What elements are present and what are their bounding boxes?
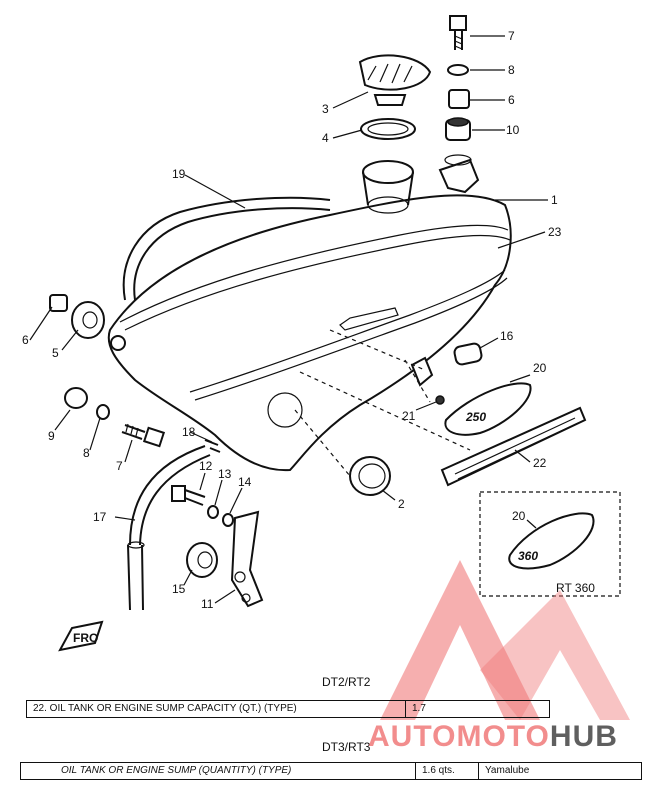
callout-18: 18 bbox=[182, 425, 196, 439]
callout-19: 19 bbox=[172, 167, 186, 181]
callout-8-top: 8 bbox=[508, 63, 515, 77]
callout-6-top: 6 bbox=[508, 93, 515, 107]
bracket-lock-washer bbox=[222, 513, 234, 527]
rt360-label: RT 360 bbox=[556, 581, 595, 595]
bracket-bolt bbox=[171, 485, 206, 506]
badge-250: 250 bbox=[444, 382, 532, 436]
bolt-lower bbox=[121, 423, 166, 448]
spec-table-2-row: OIL TANK OR ENGINE SUMP (QUANTITY) (TYPE… bbox=[20, 762, 642, 780]
callout-8-lower: 8 bbox=[83, 446, 90, 460]
callout-3: 3 bbox=[322, 102, 329, 116]
cover-plate bbox=[349, 456, 391, 496]
feed-hose bbox=[129, 445, 206, 546]
callout-17: 17 bbox=[93, 510, 107, 524]
callout-23: 23 bbox=[548, 225, 562, 239]
callout-10: 10 bbox=[506, 123, 520, 137]
collar-left bbox=[49, 294, 68, 312]
spec-table-2-label: OIL TANK OR ENGINE SUMP (QUANTITY) (TYPE… bbox=[21, 763, 416, 779]
badge-250-text: 250 bbox=[465, 410, 486, 424]
callout-11: 11 bbox=[201, 597, 214, 611]
spacer-collar bbox=[448, 89, 470, 109]
spec-table-1-value: 1.7 bbox=[412, 703, 426, 714]
rt360-inset: 360 RT 360 bbox=[479, 491, 621, 597]
grommet-top bbox=[445, 117, 471, 141]
spec-table-1-row: 22. OIL TANK OR ENGINE SUMP CAPACITY (QT… bbox=[26, 700, 550, 718]
washer-lower bbox=[64, 387, 88, 409]
callout-6-left: 6 bbox=[22, 333, 29, 347]
callout-13: 13 bbox=[218, 467, 232, 481]
spec-table-2-value: 1.6 qts. bbox=[416, 763, 479, 779]
front-arrow: FRO bbox=[58, 620, 104, 652]
mounting-bracket bbox=[230, 510, 264, 608]
top-bolt bbox=[449, 15, 467, 50]
callout-9: 9 bbox=[48, 429, 55, 443]
oil-tank-exploded-diagram: 250 FRO 360 RT 360 bbox=[22, 15, 621, 652]
front-mark-text: FRO bbox=[73, 631, 98, 645]
callout-16: 16 bbox=[500, 329, 514, 343]
watermark-text-b: HUB bbox=[549, 720, 618, 753]
spec-table-1-label: 22. OIL TANK OR ENGINE SUMP CAPACITY (QT… bbox=[27, 701, 406, 717]
callout-14: 14 bbox=[238, 475, 252, 489]
callout-21: 21 bbox=[402, 409, 416, 423]
filler-cap bbox=[358, 54, 432, 106]
clip-screw bbox=[435, 395, 445, 405]
callout-5-left: 5 bbox=[52, 346, 59, 360]
callout-4: 4 bbox=[322, 131, 329, 145]
hose-pipe bbox=[127, 541, 145, 611]
side-decal bbox=[440, 406, 587, 487]
bracket-grommet bbox=[186, 542, 218, 578]
callout-7-top: 7 bbox=[508, 29, 515, 43]
lock-washer-lower bbox=[96, 404, 110, 420]
spec-table-1-title: DT2/RT2 bbox=[322, 675, 371, 689]
breather-hose bbox=[122, 196, 331, 301]
washer-top bbox=[447, 64, 469, 76]
callout-7-lower: 7 bbox=[116, 459, 123, 473]
o-ring bbox=[360, 118, 416, 140]
callout-1: 1 bbox=[551, 193, 558, 207]
grommet-left bbox=[71, 301, 105, 339]
oil-tank-body bbox=[107, 154, 512, 472]
badge-360-text: 360 bbox=[518, 549, 538, 563]
watermark-text-a: AUTOMOTO bbox=[368, 720, 550, 753]
callout-22: 22 bbox=[533, 456, 547, 470]
spec-table-2-title: DT3/RT3 bbox=[322, 740, 371, 754]
callout-20: 20 bbox=[533, 361, 547, 375]
bushing bbox=[453, 342, 483, 366]
bracket-washer bbox=[207, 505, 219, 519]
callout-2: 2 bbox=[398, 497, 405, 511]
watermark-text: AUTOMOTOHUB bbox=[368, 720, 618, 754]
callout-15: 15 bbox=[172, 582, 186, 596]
callout-20-inset: 20 bbox=[512, 509, 526, 523]
tank-clip bbox=[410, 356, 434, 387]
callout-12: 12 bbox=[199, 459, 213, 473]
spec-table-2-type: Yamalube bbox=[485, 765, 530, 776]
